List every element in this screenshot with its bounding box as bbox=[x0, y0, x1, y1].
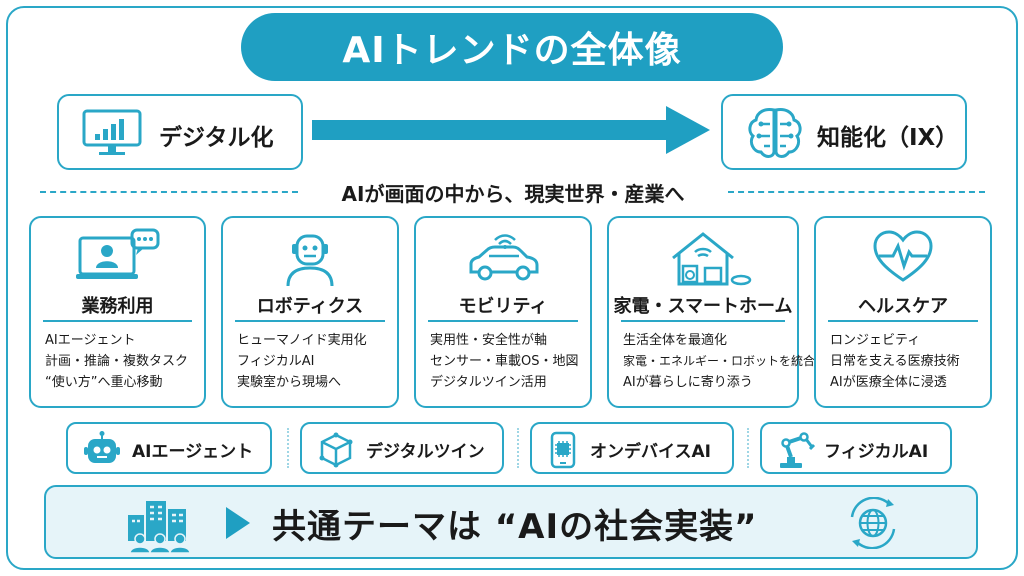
subheading: AIが画面の中から、現実世界・産業へ bbox=[40, 178, 985, 206]
card-list: 生活全体を最適化 家電・エネルギー・ロボットを統合 AIが暮らしに寄り添う bbox=[623, 330, 816, 393]
heart-pulse-icon bbox=[873, 230, 933, 282]
page-title: AIトレンドの全体像 bbox=[241, 13, 783, 81]
brain-circuit-icon bbox=[748, 108, 802, 158]
card-mobility: モビリティ 実用性・安全性が軸 センサー・車載OS・地図 デジタルツイン活用 bbox=[414, 216, 592, 408]
pill-separator bbox=[747, 428, 749, 468]
list-item: AIエージェント bbox=[45, 333, 136, 348]
card-healthcare: ヘルスケア ロンジェビティ 日常を支える医療技術 AIが医療全体に浸透 bbox=[814, 216, 992, 408]
list-item: AIが医療全体に浸透 bbox=[830, 375, 947, 390]
theme-text: 共通テーマは “AIの社会実装” bbox=[272, 507, 758, 547]
card-list: 実用性・安全性が軸 センサー・車載OS・地図 デジタルツイン活用 bbox=[430, 330, 584, 393]
pill-separator bbox=[517, 428, 519, 468]
city-people-icon bbox=[128, 501, 191, 553]
pill-digital-twin: デジタルツイン bbox=[300, 422, 504, 474]
list-item: 実験室から現場へ bbox=[237, 375, 342, 390]
list-item: センサー・車載OS・地図 bbox=[430, 354, 579, 369]
card-divider bbox=[235, 320, 385, 322]
bot-icon bbox=[84, 431, 120, 463]
cube-network-icon bbox=[319, 432, 353, 468]
video-call-icon bbox=[75, 228, 159, 279]
play-triangle-icon bbox=[226, 507, 250, 539]
list-item: フィジカルAI bbox=[237, 354, 315, 369]
card-divider bbox=[828, 320, 978, 322]
list-item: 生活全体を最適化 bbox=[623, 333, 728, 348]
card-list: ロンジェビティ 日常を支える医療技術 AIが医療全体に浸透 bbox=[830, 330, 984, 393]
theme-banner: 共通テーマは “AIの社会実装” bbox=[44, 485, 978, 559]
card-title: 家電・スマートホーム bbox=[613, 296, 793, 317]
card-divider bbox=[43, 320, 192, 322]
card-list: ヒューマノイド実用化 フィジカルAI 実験室から現場へ bbox=[237, 330, 391, 393]
list-item: “使い方”へ重心移動 bbox=[45, 375, 163, 390]
list-item: 計画・推論・複数タスク bbox=[45, 354, 189, 369]
list-item: 家電・エネルギー・ロボットを統合 bbox=[623, 354, 816, 368]
connected-car-icon bbox=[469, 234, 539, 281]
phone-chip-icon bbox=[550, 431, 576, 469]
card-divider bbox=[621, 320, 785, 322]
card-smart-home: 家電・スマートホーム 生活全体を最適化 家電・エネルギー・ロボットを統合 AIが… bbox=[607, 216, 816, 408]
dashed-divider-right bbox=[728, 191, 985, 193]
pill-on-device-ai: オンデバイスAI bbox=[530, 422, 734, 474]
card-list: AIエージェント 計画・推論・複数タスク “使い方”へ重心移動 bbox=[45, 330, 198, 393]
pill-separator bbox=[287, 428, 289, 468]
robot-arm-icon bbox=[780, 432, 816, 468]
monitor-chart-icon bbox=[82, 109, 142, 155]
card-title: モビリティ bbox=[458, 296, 548, 317]
dashed-divider-left bbox=[40, 191, 298, 193]
list-item: デジタルツイン活用 bbox=[430, 375, 547, 390]
robot-head-icon bbox=[286, 234, 334, 287]
smart-home-icon bbox=[672, 232, 752, 286]
card-title: 業務利用 bbox=[81, 296, 154, 317]
flow-from-box: デジタル化 bbox=[57, 94, 303, 170]
card-robotics: ロボティクス ヒューマノイド実用化 フィジカルAI 実験室から現場へ bbox=[221, 216, 399, 408]
pill-ai-agent: AIエージェント bbox=[66, 422, 272, 474]
list-item: AIが暮らしに寄り添う bbox=[623, 375, 753, 390]
globe-cycle-icon bbox=[850, 497, 896, 549]
pill-label: オンデバイスAI bbox=[590, 442, 711, 462]
pill-physical-ai: フィジカルAI bbox=[760, 422, 952, 474]
card-business-use: 業務利用 AIエージェント 計画・推論・複数タスク “使い方”へ重心移動 bbox=[29, 216, 206, 408]
pill-label: フィジカルAI bbox=[824, 442, 929, 462]
card-title: ロボティクス bbox=[256, 296, 364, 317]
list-item: 実用性・安全性が軸 bbox=[430, 333, 548, 348]
list-item: ロンジェビティ bbox=[830, 333, 921, 348]
flow-to-label: 知能化（IX） bbox=[817, 125, 959, 151]
card-divider bbox=[428, 320, 578, 322]
progression-arrow bbox=[312, 106, 710, 154]
list-item: 日常を支える医療技術 bbox=[830, 354, 960, 369]
flow-to-box: 知能化（IX） bbox=[721, 94, 967, 170]
pill-label: デジタルツイン bbox=[366, 442, 485, 462]
card-title: ヘルスケア bbox=[858, 296, 948, 317]
pill-label: AIエージェント bbox=[132, 442, 254, 462]
subheading-text: AIが画面の中から、現実世界・産業へ bbox=[341, 182, 685, 206]
flow-from-label: デジタル化 bbox=[159, 125, 274, 151]
list-item: ヒューマノイド実用化 bbox=[237, 333, 367, 348]
